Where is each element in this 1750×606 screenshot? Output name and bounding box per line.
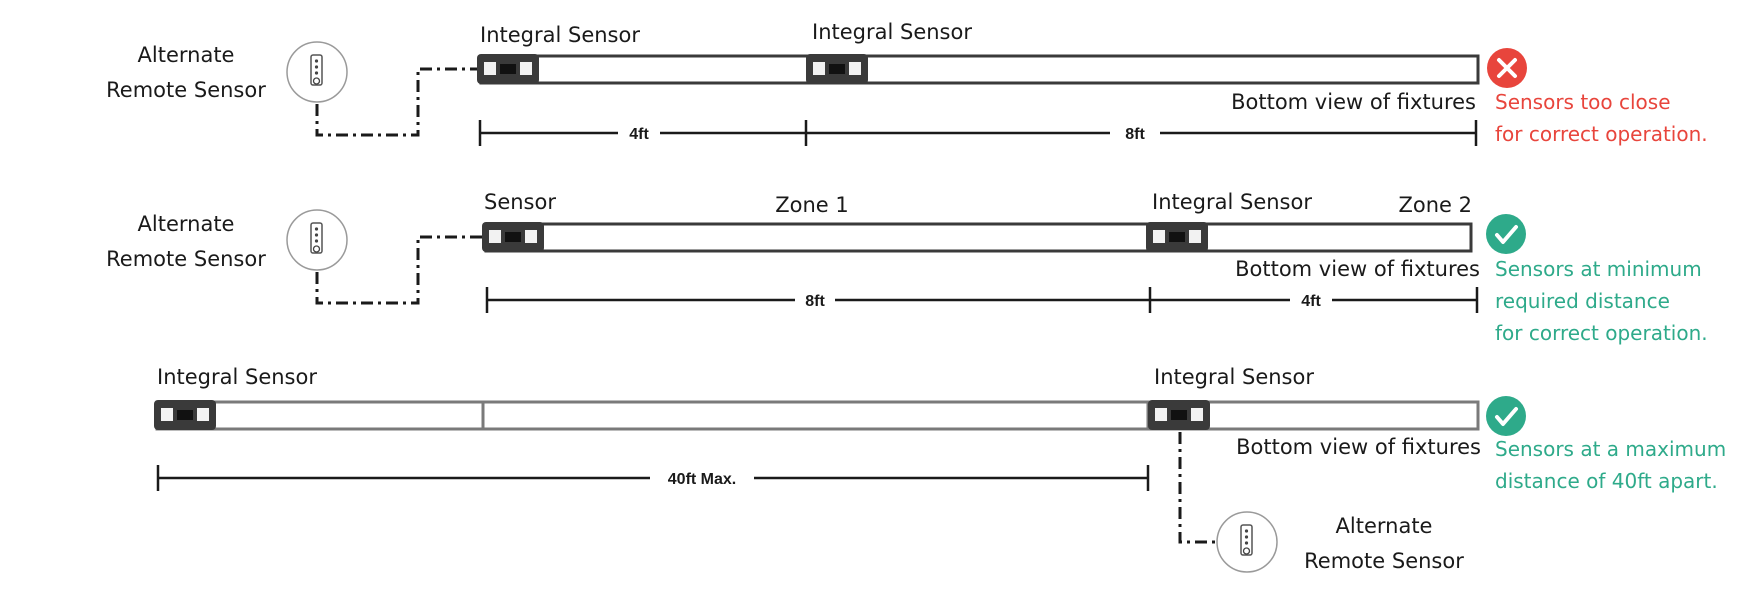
remote-sensor-label-line1: Alternate [138,43,235,67]
dimension-label: 4ft [629,126,649,143]
sensor-label: Integral Sensor [1152,190,1312,214]
zone-label: Zone 1 [775,193,849,217]
remote-sensor-label-line2: Remote Sensor [1304,549,1464,573]
fixture-bar [481,400,1150,431]
status-note-line1: Sensors too close [1495,90,1671,114]
sensor-label: Sensor [484,190,556,214]
bottom-view-label: Bottom view of fixtures [1236,435,1481,459]
sensor-label: Integral Sensor [1154,365,1314,389]
remote-sensor-icon [286,41,348,103]
x-circle-icon [1485,46,1529,90]
remote-sensor-label-line2: Remote Sensor [106,78,266,102]
integral-sensor-icon [1146,222,1208,252]
dimension-label: 8ft [1125,126,1145,143]
status-note-line2: distance of 40ft apart. [1495,469,1718,493]
remote-sensor-icon [286,209,348,271]
remote-sensor-wire [315,235,486,305]
sensor-label: Integral Sensor [812,20,972,44]
remote-sensor-wire [315,67,481,137]
dimension-line [478,120,1478,146]
zone-label: Zone 2 [1399,193,1473,217]
status-note-line1: Sensors at a maximum [1495,437,1726,461]
status-note-line2: required distance [1495,289,1670,313]
integral-sensor-icon [806,54,868,84]
dimension-label: 4ft [1301,293,1321,310]
row-2-minimum-distance: Alternate Remote Sensor Sensor Zone 1 In… [106,190,1707,345]
check-circle-icon [1484,212,1528,256]
row-1-too-close: Alternate Remote Sensor Integral Sensor … [106,20,1708,146]
integral-sensor-icon [482,222,544,252]
remote-sensor-label-line1: Alternate [138,212,235,236]
dimension-label: 40ft Max. [668,471,736,488]
integral-sensor-icon [154,400,216,430]
status-note-line2: for correct operation. [1495,122,1708,146]
fixture-bar [484,222,1473,253]
bottom-view-label: Bottom view of fixtures [1235,257,1480,281]
status-note-line1: Sensors at minimum [1495,257,1702,281]
row-3-maximum-distance: Integral Sensor Integral Sensor Bottom v… [154,365,1726,573]
bottom-view-label: Bottom view of fixtures [1231,90,1476,114]
sensor-label: Integral Sensor [480,23,640,47]
remote-sensor-label-line2: Remote Sensor [106,247,266,271]
dimension-label: 8ft [805,293,825,310]
integral-sensor-icon [1148,400,1210,430]
fixture-bar [479,54,1480,85]
check-circle-icon [1484,394,1528,438]
status-note-line3: for correct operation. [1495,321,1708,345]
remote-sensor-label-line1: Alternate [1336,514,1433,538]
sensor-label: Integral Sensor [157,365,317,389]
remote-sensor-wire [1178,432,1217,544]
dimension-line [485,287,1479,313]
remote-sensor-icon [1216,511,1278,573]
integral-sensor-icon [477,54,539,84]
dimension-line [156,465,1150,491]
